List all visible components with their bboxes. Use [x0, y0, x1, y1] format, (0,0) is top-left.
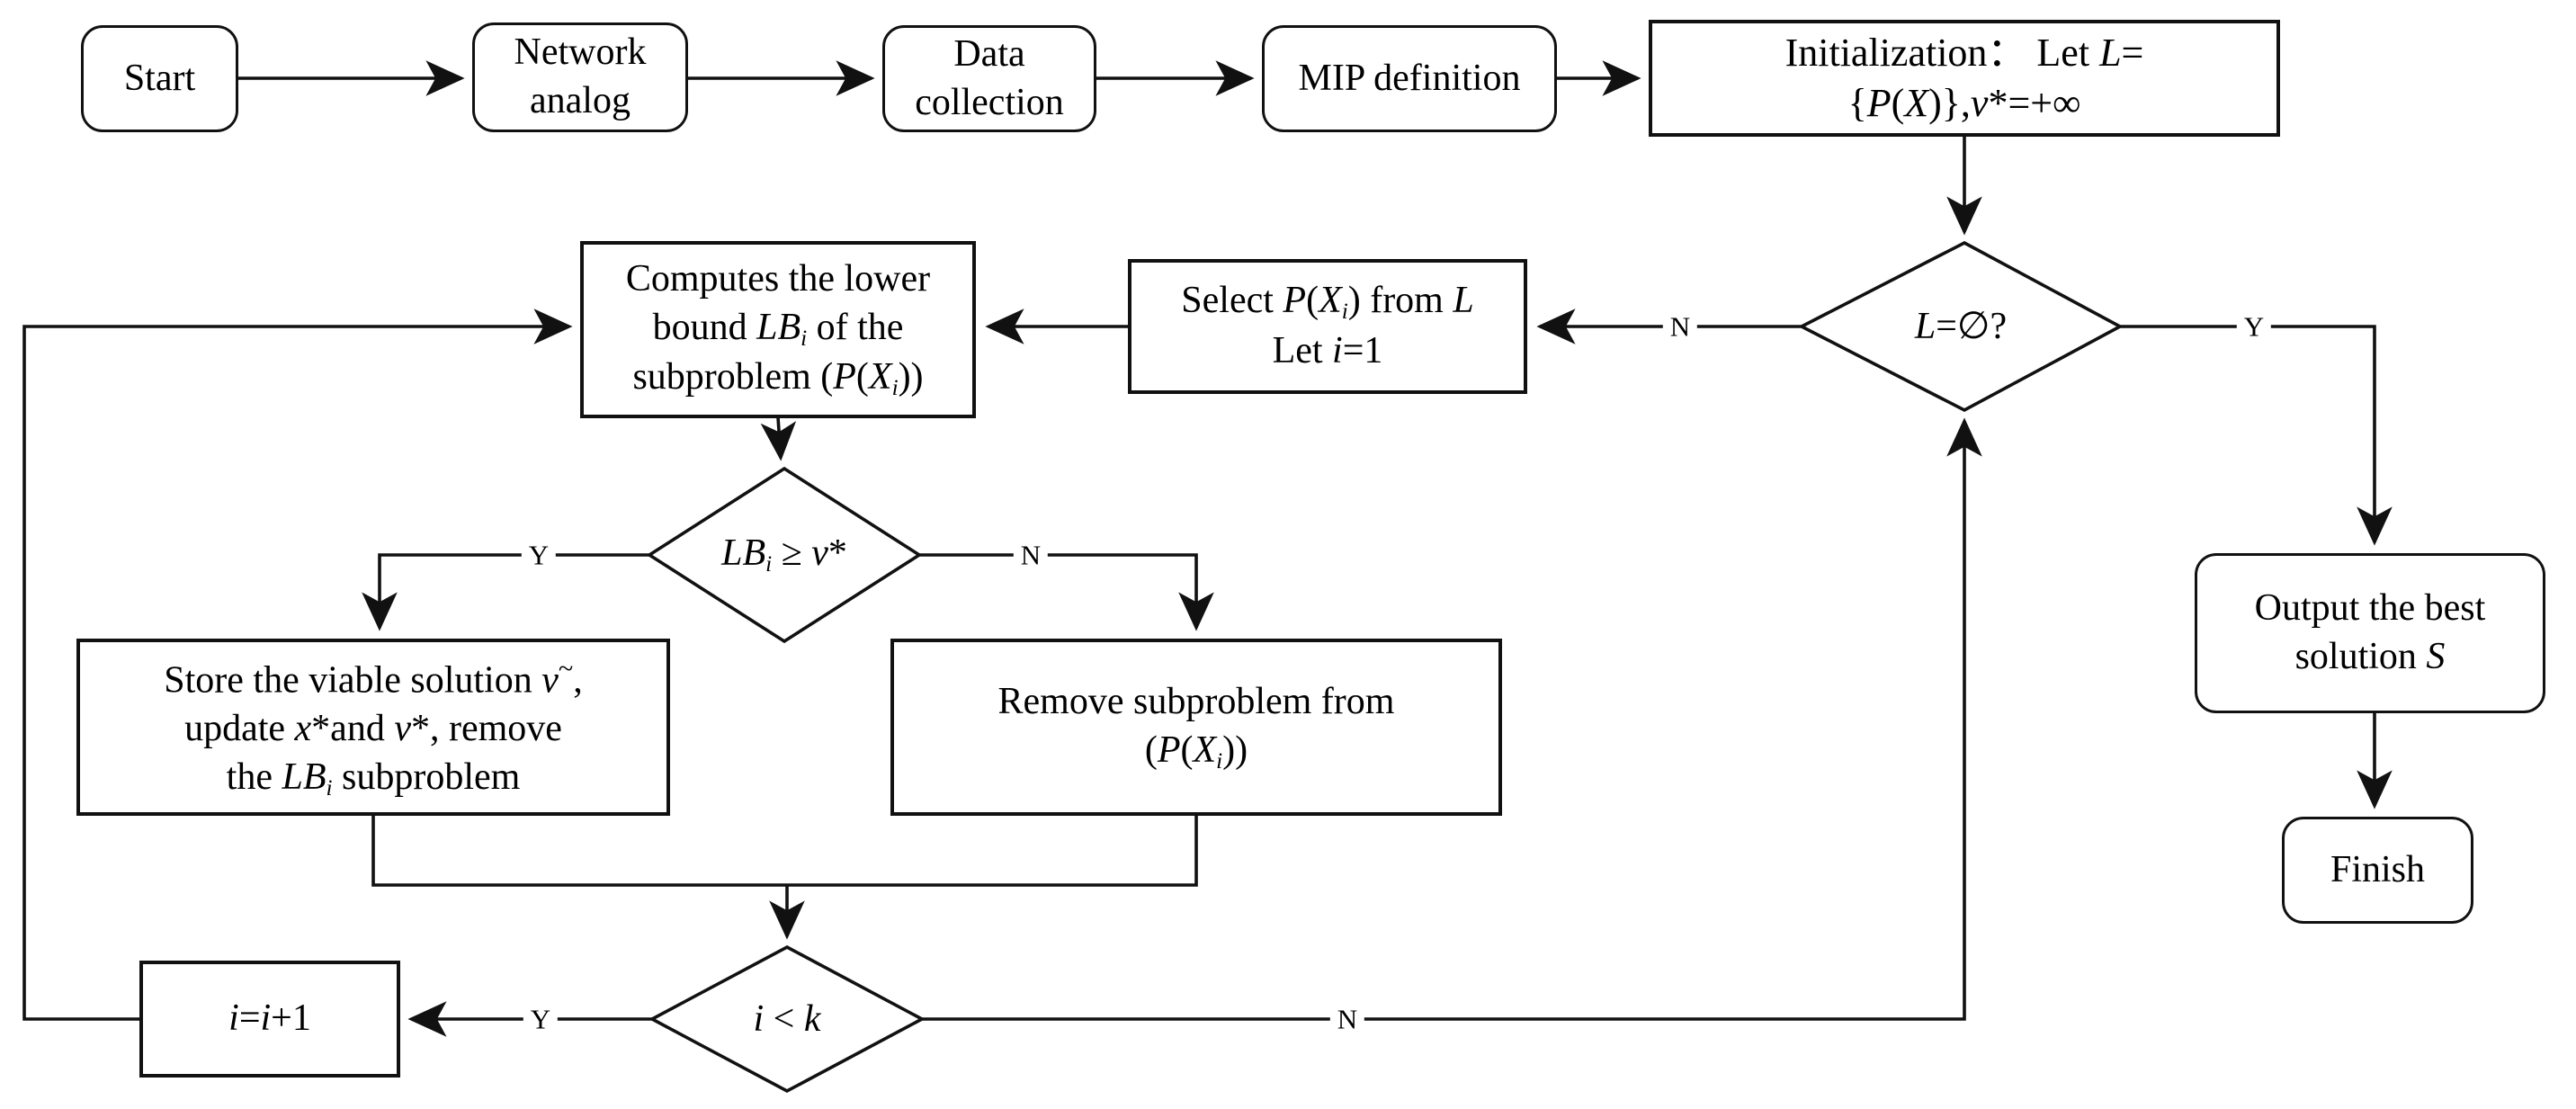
decision-iltk-shape: [648, 944, 926, 1094]
branch-label-lempty-no: N: [1662, 312, 1698, 341]
node-store-solution: Store the viable solution v~,update x*an…: [76, 639, 670, 816]
arrow-computes-to-lbcheck: [760, 416, 797, 461]
branch-label-iltk-no: N: [1329, 1005, 1365, 1033]
node-remove-subproblem: Remove subproblem from(P(Xi)): [890, 639, 1502, 816]
decision-lbcheck-shape: [646, 466, 923, 644]
arrow-lbcheck-yes-to-store: [362, 553, 649, 631]
node-increment-i: i=i+1: [139, 961, 400, 1078]
decision-i-lt-k-label: i < k: [753, 997, 821, 1040]
arrow-iltk-no-to-lempty: [922, 417, 1982, 1021]
arrow-lbcheck-no-to-remove: [919, 553, 1214, 631]
node-finish: Finish: [2282, 817, 2473, 924]
node-initialization: Initialization： Let L={P(X)},v*=+∞: [1649, 20, 2280, 137]
branch-label-lb-no: N: [1013, 541, 1049, 569]
branch-label-lempty-yes: Y: [2236, 312, 2272, 341]
connector-merge-bar: [371, 815, 1198, 887]
branch-label-lb-yes: Y: [521, 541, 557, 569]
node-mip-definition: MIP definition: [1262, 25, 1557, 132]
decision-lempty-shape: [1798, 240, 2124, 413]
arrow-increment-loop-to-computes: [22, 309, 573, 1021]
node-start: Start: [81, 25, 238, 132]
decision-l-empty-label: L=∅?: [1914, 305, 2008, 347]
branch-label-iltk-yes: Y: [523, 1005, 559, 1033]
arrow-lempty-yes-to-output: [2120, 325, 2393, 546]
decision-lb-check-label: LBi ≥ v*: [721, 532, 847, 577]
